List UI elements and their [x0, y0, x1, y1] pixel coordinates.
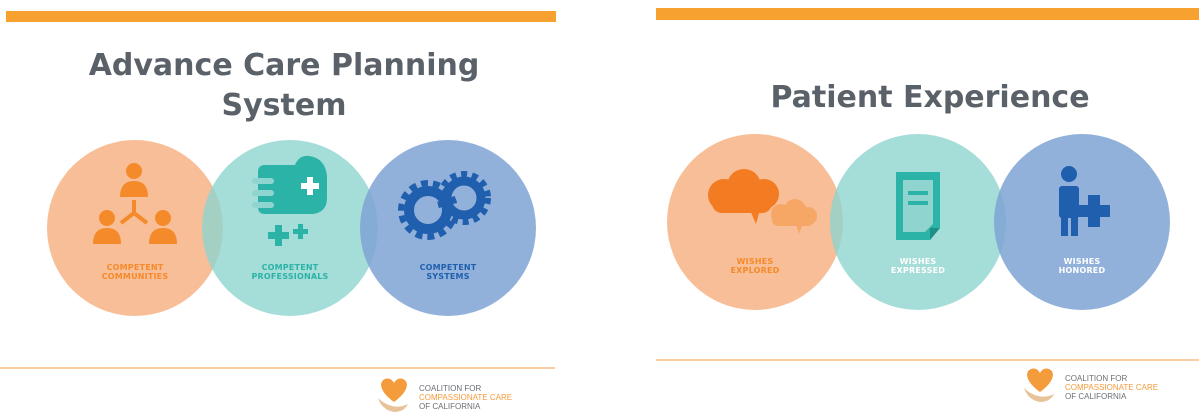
label-line: PROFESSIONALS: [251, 272, 329, 281]
heart-hand-logo-icon: [1024, 368, 1054, 402]
label-line: WISHES: [1063, 257, 1101, 266]
title-line-2: System: [221, 88, 347, 123]
heart-hand-logo-icon: [378, 378, 408, 412]
label-line: EXPRESSED: [890, 266, 946, 275]
label-line: COMPETENT: [261, 263, 319, 272]
circle-label-expressed: WISHES EXPRESSED: [863, 257, 973, 275]
venn-diagram: [667, 134, 1170, 310]
circle-systems: [360, 140, 536, 316]
person-medical-cross-icon: [1059, 166, 1110, 236]
bottom-divider: [0, 367, 555, 369]
title-line-1: Advance Care Planning: [88, 48, 480, 83]
circle-honored: [994, 134, 1170, 310]
circle-label-systems: COMPETENT SYSTEMS: [393, 263, 503, 281]
circle-label-explored: WISHES EXPLORED: [700, 257, 810, 275]
slide-patient-experience: Patient Experience: [620, 0, 1199, 420]
coalition-logo: COALITION FOR COMPASSIONATE CARE OF CALI…: [1018, 362, 1158, 410]
top-accent-bar: [6, 11, 556, 22]
bottom-divider: [656, 359, 1199, 361]
venn-diagram: [47, 140, 536, 316]
logo-line-2: COMPASSIONATE CARE: [419, 393, 513, 402]
logo-text: COALITION FOR COMPASSIONATE CARE OF CALI…: [419, 384, 569, 411]
slide-advance-care-planning: Advance Care Planning System: [0, 0, 580, 420]
document-icon: [896, 172, 940, 240]
coalition-logo: COALITION FOR COMPASSIONATE CARE OF CALI…: [372, 372, 512, 420]
label-line: HONORED: [1058, 266, 1106, 275]
logo-line-2: COMPASSIONATE CARE: [1065, 383, 1159, 392]
slide-title: Patient Experience: [770, 80, 1090, 115]
logo-line-3: OF CALIFORNIA: [1065, 392, 1127, 401]
circle-label-professionals: COMPETENT PROFESSIONALS: [235, 263, 345, 281]
label-line: COMPETENT: [419, 263, 477, 272]
logo-line-1: COALITION FOR: [1065, 374, 1128, 383]
circle-label-communities: COMPETENT COMMUNITIES: [80, 263, 190, 281]
label-line: WISHES: [899, 257, 937, 266]
label-line: COMPETENT: [106, 263, 164, 272]
circle-professionals: [202, 140, 378, 316]
label-line: EXPLORED: [730, 266, 780, 275]
logo-line-3: OF CALIFORNIA: [419, 402, 481, 411]
logo-text: COALITION FOR COMPASSIONATE CARE OF CALI…: [1065, 374, 1199, 401]
circle-communities: [47, 140, 223, 316]
circle-explored: [667, 134, 843, 310]
logo-line-1: COALITION FOR: [419, 384, 482, 393]
label-line: SYSTEMS: [426, 272, 470, 281]
label-line: WISHES: [736, 257, 774, 266]
circle-label-honored: WISHES HONORED: [1027, 257, 1137, 275]
hand-medical-cross-icon: [252, 155, 327, 246]
top-accent-bar: [656, 8, 1199, 20]
gears-icon: [398, 171, 491, 240]
speech-clouds-icon: [708, 169, 817, 234]
people-network-icon: [93, 163, 177, 244]
label-line: COMMUNITIES: [101, 272, 169, 281]
slide-title: Advance Care Planning System: [14, 46, 554, 126]
